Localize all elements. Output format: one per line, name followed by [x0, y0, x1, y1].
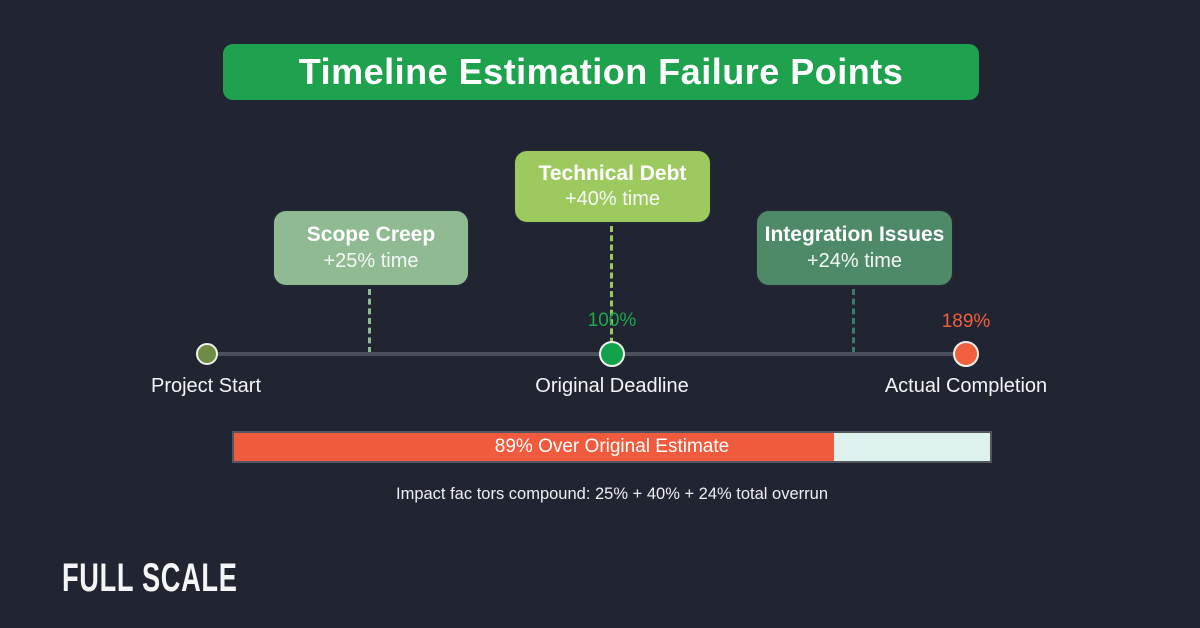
milestone-label-project-start: Project Start [150, 375, 262, 397]
percent-label-actual-completion: 189% [941, 311, 991, 332]
connector-line-scope-creep [368, 289, 371, 353]
milestone-label-original-deadline: Original Deadline [535, 375, 689, 397]
callout-impact: +25% time [323, 249, 419, 272]
overrun-progress-bar: 89% Over Original Estimate [232, 431, 992, 463]
compound-impact-caption: Impact fac tors compound: 25% + 40% + 24… [396, 485, 828, 503]
callout-impact: +24% time [806, 249, 903, 272]
milestone-label-actual-completion: Actual Completion [884, 375, 1048, 397]
title-banner: Timeline Estimation Failure Points [223, 44, 979, 100]
callout-technical-debt: Technical Debt +40% time [513, 149, 712, 224]
callout-integration-issues: Integration Issues +24% time [755, 209, 954, 287]
page-title: Timeline Estimation Failure Points [298, 51, 904, 92]
milestone-dot-project-start [196, 343, 218, 365]
connector-line-integration-issues [852, 289, 855, 353]
callout-impact: +40% time [564, 188, 661, 211]
connector-line-technical-debt [610, 226, 613, 353]
overrun-bar-label: 89% Over Original Estimate [494, 436, 730, 457]
timeline-axis [207, 352, 966, 356]
milestone-dot-actual-completion [953, 341, 979, 367]
percent-label-original-deadline: 100% [587, 310, 637, 331]
milestone-dot-original-deadline [599, 341, 625, 367]
callout-scope-creep: Scope Creep +25% time [272, 209, 470, 287]
callout-title: Integration Issues [764, 223, 945, 247]
callout-title: Scope Creep [306, 223, 436, 247]
overrun-progress-fill [234, 433, 834, 461]
full-scale-logo: FULL SCALE [62, 556, 238, 600]
callout-title: Technical Debt [538, 161, 687, 185]
